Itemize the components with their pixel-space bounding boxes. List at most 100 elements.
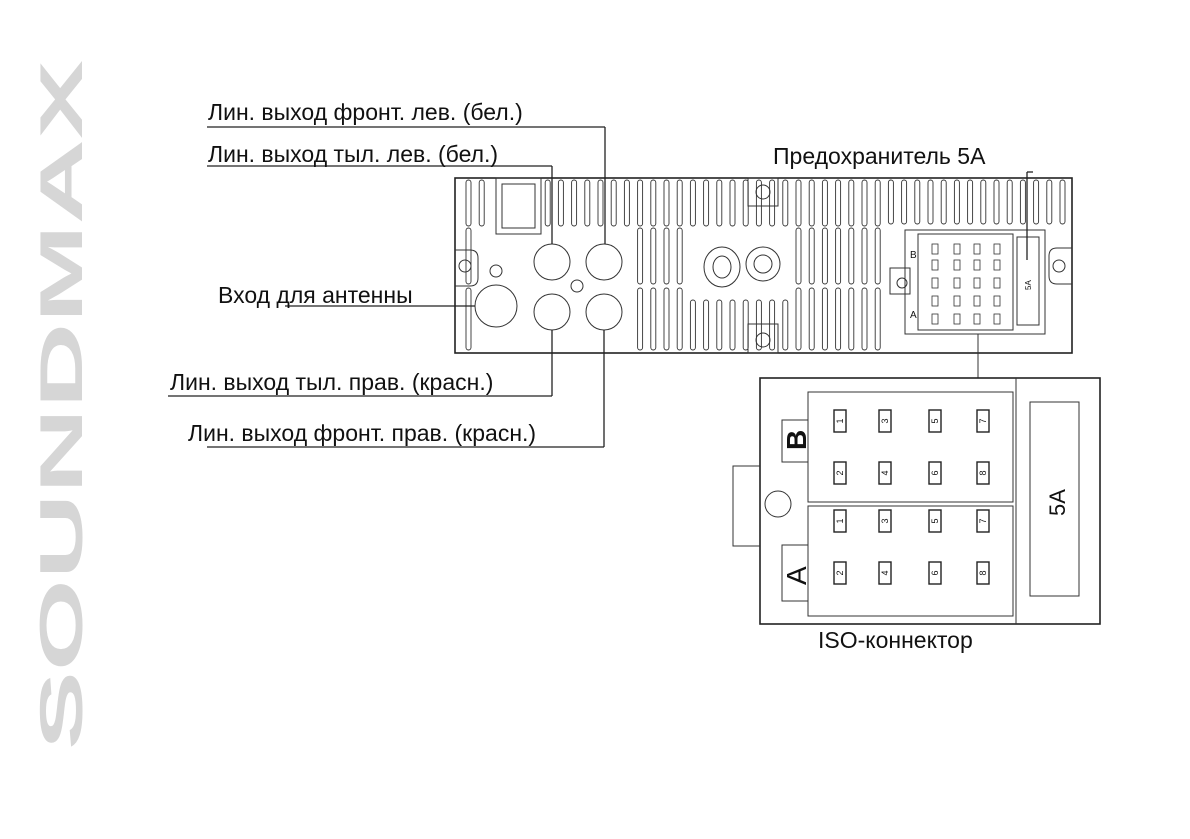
fin-middle (795, 227, 802, 285)
fin-top (953, 179, 960, 225)
pin-number: 5 (930, 418, 940, 423)
pin-number: 7 (978, 518, 988, 523)
fin-top (544, 179, 551, 227)
fin-middle (650, 227, 657, 285)
fin-top (795, 179, 802, 227)
fin-middle (835, 227, 842, 285)
fin-top (597, 179, 604, 227)
pin-number: 7 (978, 418, 988, 423)
small-pin (993, 243, 1001, 255)
small-pin (973, 259, 981, 271)
fin-top (703, 179, 710, 227)
fin-bottom (729, 299, 736, 351)
small-pin (953, 243, 961, 255)
fin-bottom (808, 287, 815, 351)
fin-top (848, 179, 855, 227)
connector-pin (833, 409, 847, 433)
connector-pin (928, 509, 942, 533)
fin-middle (808, 227, 815, 285)
fin-bottom (637, 287, 644, 351)
connector-pin (976, 509, 990, 533)
small-fuse-label: 5A (1024, 280, 1033, 290)
connector-pin (878, 461, 892, 485)
fin-bottom (782, 299, 789, 351)
fin-top (835, 179, 842, 227)
fin-bottom (861, 287, 868, 351)
fin-bottom (795, 287, 802, 351)
fin-top (623, 179, 630, 227)
fin-top (1059, 179, 1066, 225)
pin-number: 6 (930, 470, 940, 475)
small-pin-grid (931, 243, 1001, 325)
small-block-a-label: A (910, 310, 917, 321)
fin-top (1019, 179, 1026, 225)
iso-connector-small: B A 5A (889, 229, 1046, 335)
head-unit-rear-panel: B A 5A (454, 177, 1073, 354)
fin-bottom (703, 299, 710, 351)
small-pin (993, 295, 1001, 307)
fin-top (940, 179, 947, 225)
fin-middle (874, 227, 881, 285)
callout-lines (168, 126, 1033, 448)
fuse-slot (1029, 401, 1080, 597)
pin-number: 1 (835, 518, 845, 523)
fin-top (610, 179, 617, 227)
small-pin (953, 313, 961, 325)
fin-top (676, 179, 683, 227)
fin-bottom (769, 299, 776, 351)
fin-top (769, 179, 776, 227)
fin-top (914, 179, 921, 225)
pin-number: 5 (930, 518, 940, 523)
fin-top (980, 179, 987, 225)
small-pin (973, 295, 981, 307)
fin-bottom (755, 299, 762, 351)
pin-number: 6 (930, 570, 940, 575)
fin-top (571, 179, 578, 227)
fin-top (478, 179, 485, 227)
fin-top (1006, 179, 1013, 225)
connector-pin (878, 561, 892, 585)
connector-pin (928, 461, 942, 485)
fin-top (901, 179, 908, 225)
small-pin (973, 313, 981, 325)
fin-top (967, 179, 974, 225)
label-fuse: Предохранитель 5А (773, 143, 986, 169)
small-pin (931, 259, 939, 271)
pin-number: 3 (880, 518, 890, 523)
fin-top (663, 179, 670, 227)
fin-top (716, 179, 723, 227)
small-pin (953, 295, 961, 307)
fin-bottom (689, 299, 696, 351)
label-front-left-out: Лин. выход фронт. лев. (бел.) (208, 99, 523, 125)
fin-middle (821, 227, 828, 285)
fuse-rating-label: 5A (1045, 489, 1070, 516)
small-pin (953, 259, 961, 271)
cooling-fins (465, 179, 1066, 351)
brand-watermark: SOUNDMAX (28, 60, 95, 750)
fin-top (808, 179, 815, 227)
connector-pin (833, 561, 847, 585)
rca-front-left-jack (585, 243, 623, 281)
fin-top (650, 179, 657, 227)
small-pin (993, 259, 1001, 271)
fin-bottom (676, 287, 683, 351)
fin-top (1033, 179, 1040, 225)
fin-bottom (716, 299, 723, 351)
pin-number: 3 (880, 418, 890, 423)
fin-top (729, 179, 736, 227)
fin-top (861, 179, 868, 227)
fin-bottom (650, 287, 657, 351)
fin-top (887, 179, 894, 225)
connector-pin (928, 561, 942, 585)
small-hole (570, 279, 584, 293)
small-block-b-label: B (910, 250, 917, 261)
connector-pin (976, 409, 990, 433)
connector-pin (976, 461, 990, 485)
pin-number: 2 (835, 470, 845, 475)
fin-middle (676, 227, 683, 285)
pin-number: 8 (978, 570, 988, 575)
pin-number: 8 (978, 470, 988, 475)
fin-top (637, 179, 644, 227)
